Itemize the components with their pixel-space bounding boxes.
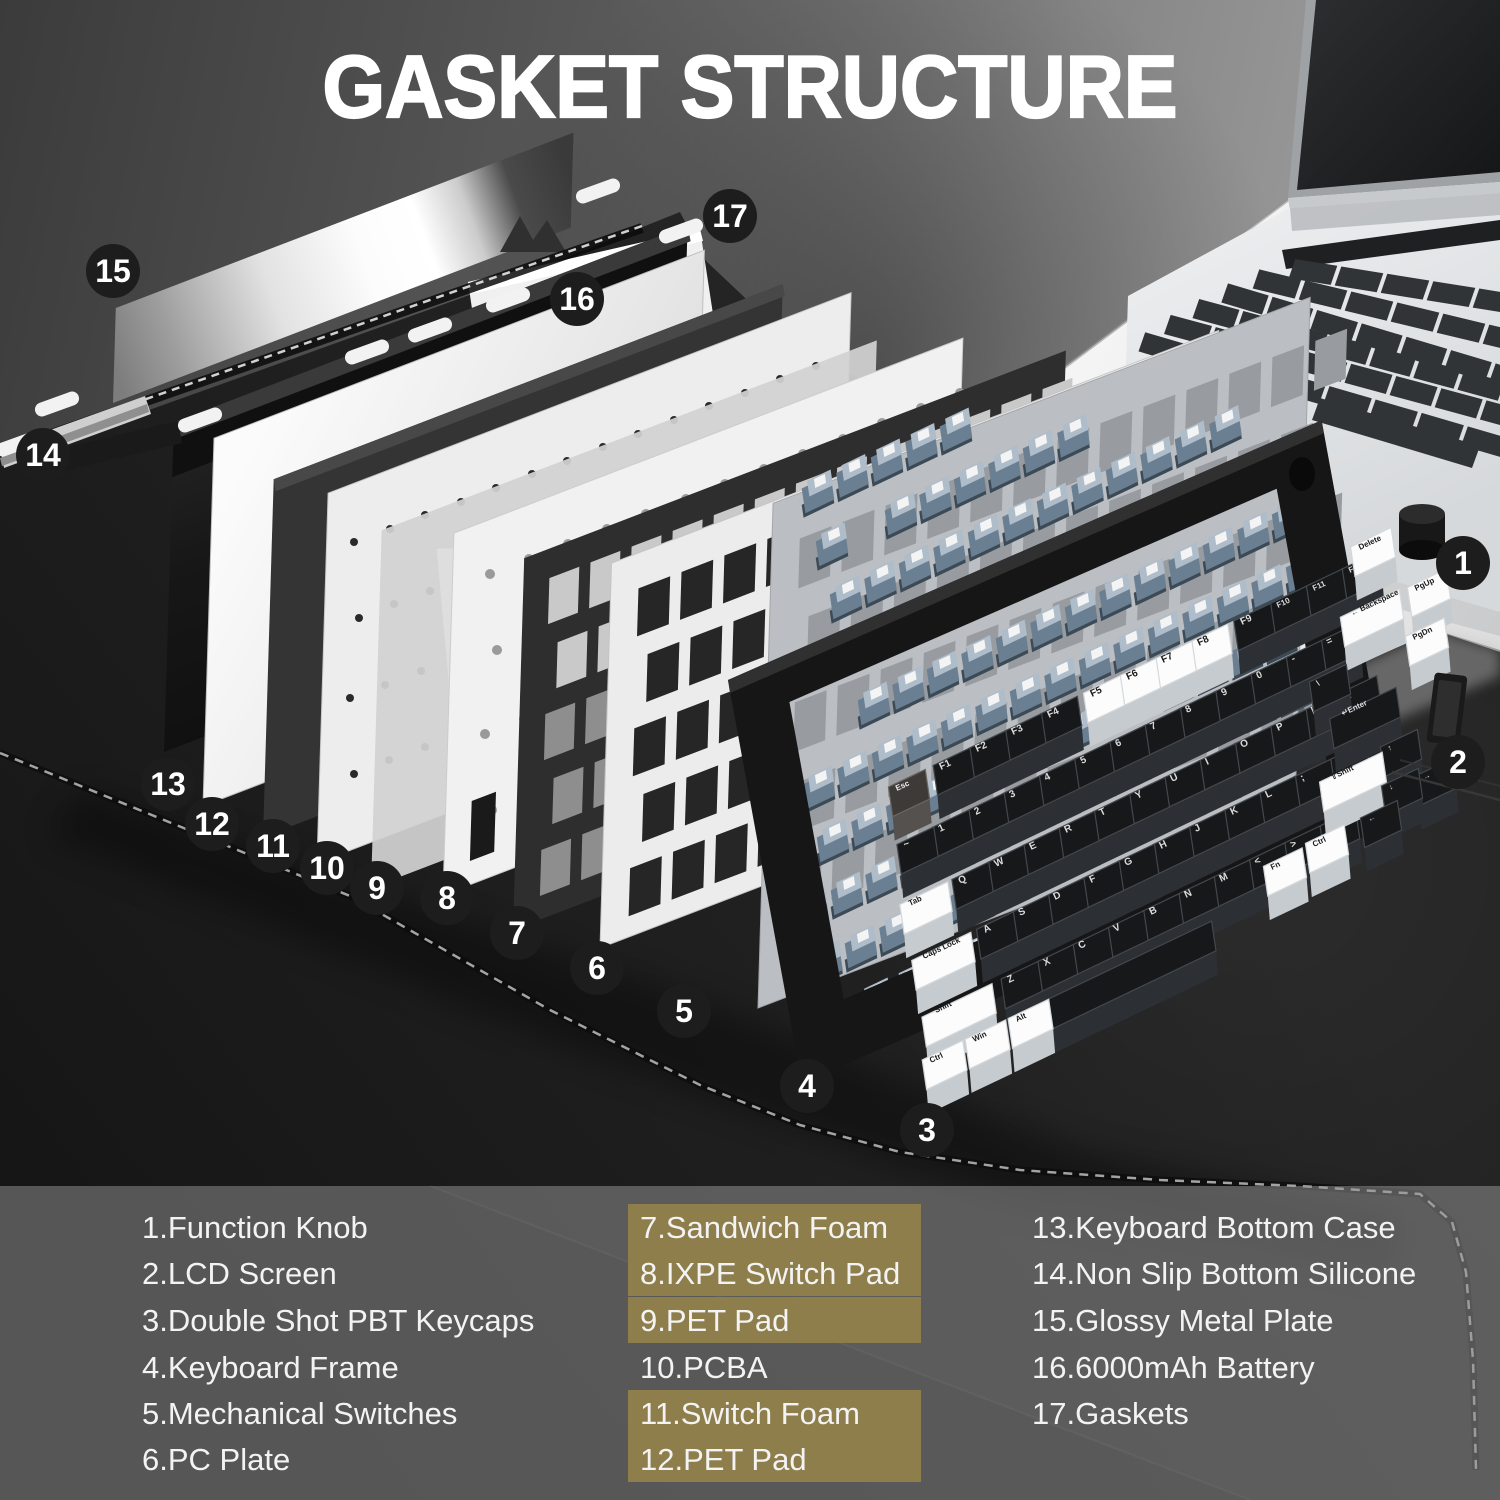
svg-text:↓: ↓ (1387, 782, 1394, 792)
svg-text:Q: Q (957, 873, 969, 886)
svg-text:R: R (1063, 822, 1075, 835)
svg-text:11.Switch Foam: 11.Switch Foam (640, 1396, 860, 1431)
svg-text:6: 6 (588, 950, 606, 986)
svg-text:8: 8 (438, 880, 456, 916)
svg-text:3: 3 (1008, 788, 1018, 801)
svg-text:16: 16 (559, 281, 595, 317)
svg-text:2.LCD Screen: 2.LCD Screen (142, 1256, 337, 1291)
svg-text:17: 17 (712, 198, 748, 234)
svg-text:U: U (1169, 772, 1180, 785)
svg-text:1.Function Knob: 1.Function Knob (142, 1210, 368, 1245)
svg-text:8.IXPE Switch Pad: 8.IXPE Switch Pad (640, 1256, 900, 1291)
svg-text:Alt: Alt (1014, 1011, 1028, 1024)
svg-text:K: K (1229, 804, 1241, 817)
svg-text:14: 14 (25, 437, 61, 473)
svg-text:F3: F3 (1010, 723, 1026, 738)
svg-text:1: 1 (937, 822, 947, 835)
svg-text:3: 3 (918, 1112, 936, 1148)
svg-text:9.PET Pad: 9.PET Pad (640, 1303, 789, 1338)
svg-text:12: 12 (194, 806, 230, 842)
svg-text:Fn: Fn (1269, 859, 1282, 871)
svg-text:N: N (1183, 888, 1194, 901)
svg-text:I: I (1204, 756, 1211, 767)
svg-text:-: - (1290, 653, 1298, 664)
svg-text:15.Glossy Metal Plate: 15.Glossy Metal Plate (1032, 1303, 1334, 1338)
svg-text:2: 2 (1449, 744, 1467, 780)
svg-text:4: 4 (1043, 771, 1053, 784)
svg-text:←: ← (1366, 812, 1377, 824)
svg-text:16.6000mAh Battery: 16.6000mAh Battery (1032, 1350, 1315, 1385)
svg-text:2: 2 (973, 805, 983, 818)
svg-text:F6: F6 (1125, 668, 1141, 683)
svg-text:<: < (1253, 855, 1263, 868)
svg-text:5: 5 (1079, 754, 1089, 767)
svg-text:=: = (1325, 635, 1335, 648)
svg-text:F4: F4 (1046, 706, 1062, 721)
svg-text:11: 11 (256, 828, 290, 864)
svg-text:0: 0 (1255, 669, 1265, 682)
svg-text:↑: ↑ (1386, 743, 1393, 753)
svg-text:P: P (1275, 721, 1286, 734)
svg-text:Y: Y (1134, 789, 1145, 802)
svg-text:S: S (1017, 906, 1028, 919)
svg-text:9: 9 (368, 870, 386, 906)
svg-text:T: T (1098, 806, 1108, 819)
svg-text:3.Double Shot PBT Keycaps: 3.Double Shot PBT Keycaps (142, 1303, 534, 1338)
svg-text:1: 1 (1454, 545, 1472, 581)
svg-text:B: B (1148, 905, 1159, 918)
svg-text:6.PC Plate: 6.PC Plate (142, 1442, 290, 1477)
svg-text:4.Keyboard Frame: 4.Keyboard Frame (142, 1350, 399, 1385)
svg-text:F7: F7 (1160, 651, 1176, 666)
svg-text:7: 7 (1149, 720, 1159, 733)
svg-text:H: H (1158, 839, 1169, 852)
svg-text:F1: F1 (938, 758, 954, 773)
svg-text:4: 4 (798, 1068, 816, 1104)
svg-text:;: ; (1299, 772, 1307, 783)
svg-text:F5: F5 (1089, 685, 1105, 700)
svg-text:10.PCBA: 10.PCBA (640, 1350, 768, 1385)
svg-text:8: 8 (1184, 703, 1194, 716)
svg-text:5: 5 (675, 993, 693, 1029)
svg-text:5.Mechanical Switches: 5.Mechanical Switches (142, 1396, 457, 1431)
svg-text:→: → (1421, 770, 1432, 782)
svg-text:12.PET Pad: 12.PET Pad (640, 1442, 807, 1477)
svg-text:15: 15 (95, 253, 131, 289)
svg-text:14.Non Slip Bottom Silicone: 14.Non Slip Bottom Silicone (1032, 1256, 1416, 1291)
svg-text:\: \ (1315, 678, 1322, 687)
svg-text:O: O (1239, 737, 1251, 750)
svg-text:9: 9 (1220, 686, 1230, 699)
svg-text:F8: F8 (1196, 634, 1212, 649)
svg-text:F2: F2 (974, 740, 990, 755)
svg-text:X: X (1042, 956, 1053, 969)
svg-text:7: 7 (508, 915, 526, 951)
svg-text:F9: F9 (1239, 613, 1255, 628)
svg-text:GASKET STRUCTURE: GASKET STRUCTURE (323, 37, 1178, 136)
svg-text:A: A (982, 923, 993, 936)
svg-text:V: V (1112, 922, 1123, 935)
svg-text:L: L (1264, 788, 1274, 801)
svg-text:10: 10 (309, 850, 345, 886)
svg-text:17.Gaskets: 17.Gaskets (1032, 1396, 1189, 1431)
svg-text:Z: Z (1006, 973, 1016, 986)
svg-text:G: G (1123, 855, 1135, 868)
svg-text:E: E (1028, 840, 1039, 853)
svg-text:J: J (1193, 822, 1203, 834)
svg-text:C: C (1077, 939, 1088, 952)
svg-text:13.Keyboard Bottom Case: 13.Keyboard Bottom Case (1032, 1210, 1396, 1245)
svg-text:D: D (1052, 890, 1063, 903)
svg-text:>: > (1289, 838, 1299, 851)
svg-text:13: 13 (150, 766, 186, 802)
svg-text:7.Sandwich Foam: 7.Sandwich Foam (640, 1210, 888, 1245)
svg-text:~: ~ (902, 838, 912, 851)
svg-text:F: F (1088, 873, 1098, 886)
svg-text:6: 6 (1114, 737, 1124, 750)
